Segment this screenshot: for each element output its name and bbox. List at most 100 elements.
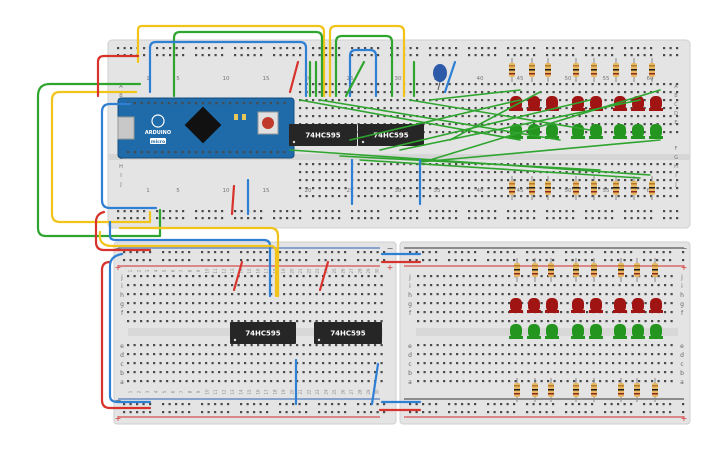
hole <box>572 123 575 126</box>
hole <box>592 284 595 287</box>
hole <box>552 83 555 86</box>
hole <box>325 54 328 57</box>
hole <box>572 91 575 94</box>
hole <box>630 131 633 134</box>
hole <box>481 217 484 220</box>
hole <box>179 311 182 314</box>
chip-pin1-dot <box>233 338 237 342</box>
resistor-band <box>591 183 597 185</box>
hole <box>467 403 470 406</box>
hole <box>585 115 588 118</box>
hole <box>501 371 504 374</box>
hole <box>448 107 451 110</box>
hole <box>263 293 266 296</box>
hole <box>637 187 640 190</box>
hole <box>585 217 588 220</box>
hole <box>242 151 245 154</box>
hole <box>501 344 504 347</box>
hole <box>364 210 367 213</box>
hole <box>182 217 185 220</box>
hole <box>682 411 685 414</box>
hole <box>257 371 260 374</box>
resistor-band <box>618 265 624 267</box>
hole <box>192 362 195 365</box>
hole <box>354 362 357 365</box>
hole <box>547 362 550 365</box>
hole <box>257 344 260 347</box>
hole <box>159 362 162 365</box>
hole <box>246 251 249 254</box>
hole <box>289 380 292 383</box>
hole <box>244 311 247 314</box>
resistor-band <box>529 73 535 75</box>
hole <box>198 275 201 278</box>
hole <box>442 83 445 86</box>
hole <box>318 163 321 166</box>
hole <box>532 403 535 406</box>
hole <box>591 163 594 166</box>
hole <box>501 293 504 296</box>
hole <box>649 259 652 262</box>
hole <box>390 171 393 174</box>
hole <box>322 284 325 287</box>
hole <box>526 47 529 50</box>
hole <box>207 403 210 406</box>
hole <box>443 344 446 347</box>
hole <box>318 403 321 406</box>
hole <box>468 47 471 50</box>
hole <box>657 371 660 374</box>
hole <box>559 83 562 86</box>
column-number: 12 <box>222 268 227 274</box>
resistor-band <box>514 393 520 395</box>
hole <box>469 344 472 347</box>
hole <box>192 275 195 278</box>
hole <box>617 91 620 94</box>
hole <box>475 275 478 278</box>
hole <box>328 344 331 347</box>
hole <box>533 115 536 118</box>
resistor-band <box>591 187 597 189</box>
hole <box>156 54 159 57</box>
hole <box>598 163 601 166</box>
hole <box>630 54 633 57</box>
row-letter: h <box>680 292 684 299</box>
hole <box>175 403 178 406</box>
hole <box>591 54 594 57</box>
hole <box>403 179 406 182</box>
hole <box>123 411 126 414</box>
hole <box>488 320 491 323</box>
hole <box>461 91 464 94</box>
hole <box>664 311 667 314</box>
hole <box>520 210 523 213</box>
hole <box>611 83 614 86</box>
wire-green <box>344 60 366 98</box>
hole <box>222 102 225 105</box>
hole <box>682 259 685 262</box>
row-letter: E <box>674 120 677 126</box>
hole <box>140 311 143 314</box>
hole <box>534 362 537 365</box>
hole <box>578 83 581 86</box>
hole <box>612 380 615 383</box>
hole <box>286 47 289 50</box>
hole <box>292 411 295 414</box>
hole <box>328 362 331 365</box>
hole <box>146 311 149 314</box>
hole <box>488 362 491 365</box>
hole <box>468 99 471 102</box>
hole <box>234 217 237 220</box>
hole <box>488 371 491 374</box>
hole <box>227 411 230 414</box>
hole <box>468 115 471 118</box>
hole <box>292 403 295 406</box>
hole <box>430 284 433 287</box>
hole <box>305 187 308 190</box>
hole <box>520 187 523 190</box>
hole <box>325 115 328 118</box>
hole <box>585 123 588 126</box>
hole <box>231 371 234 374</box>
hole <box>676 47 679 50</box>
hole <box>257 353 260 356</box>
hole <box>571 411 574 414</box>
hole <box>354 344 357 347</box>
